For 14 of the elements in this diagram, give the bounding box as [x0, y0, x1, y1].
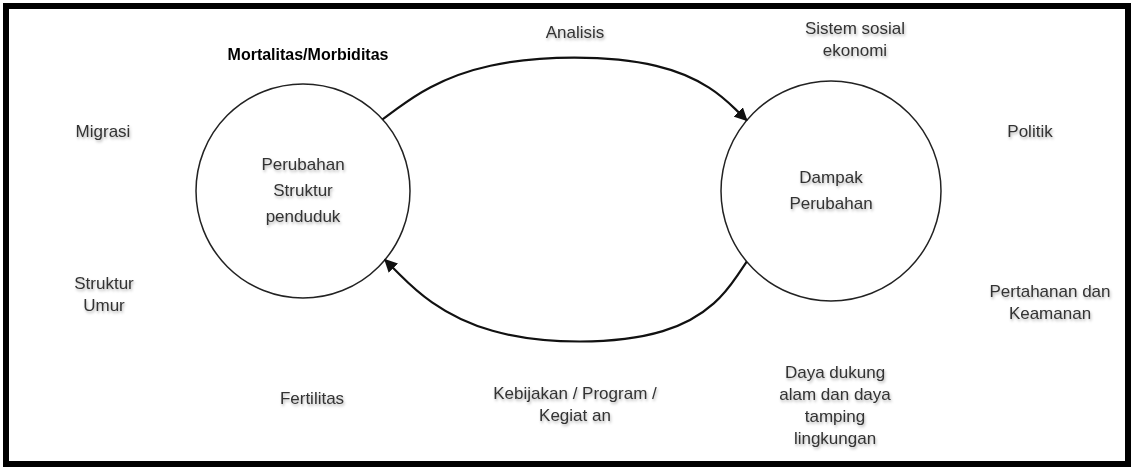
node-label: Dampak Perubahan [788, 167, 874, 215]
label-text: Politik [1006, 121, 1054, 143]
arrow [384, 258, 748, 343]
label-text: Mortalitas/Morbiditas [226, 45, 390, 65]
label-text: Migrasi [74, 121, 132, 143]
label-text: Pertahanan dan Keamanan [988, 281, 1112, 325]
edge-label: Kebijakan / Program / Kegiat an [492, 383, 658, 427]
label-text: Struktur Umur [73, 273, 135, 317]
label-text: Fertilitas [278, 388, 346, 410]
label-text: Sistem sosial ekonomi [803, 18, 907, 62]
arrow [381, 56, 748, 122]
label-text: Daya dukung alam dan daya tamping lingkungan [778, 362, 892, 450]
edge-label: Analisis [544, 22, 606, 44]
node-label: Perubahan Struktur penduduk [260, 154, 346, 228]
